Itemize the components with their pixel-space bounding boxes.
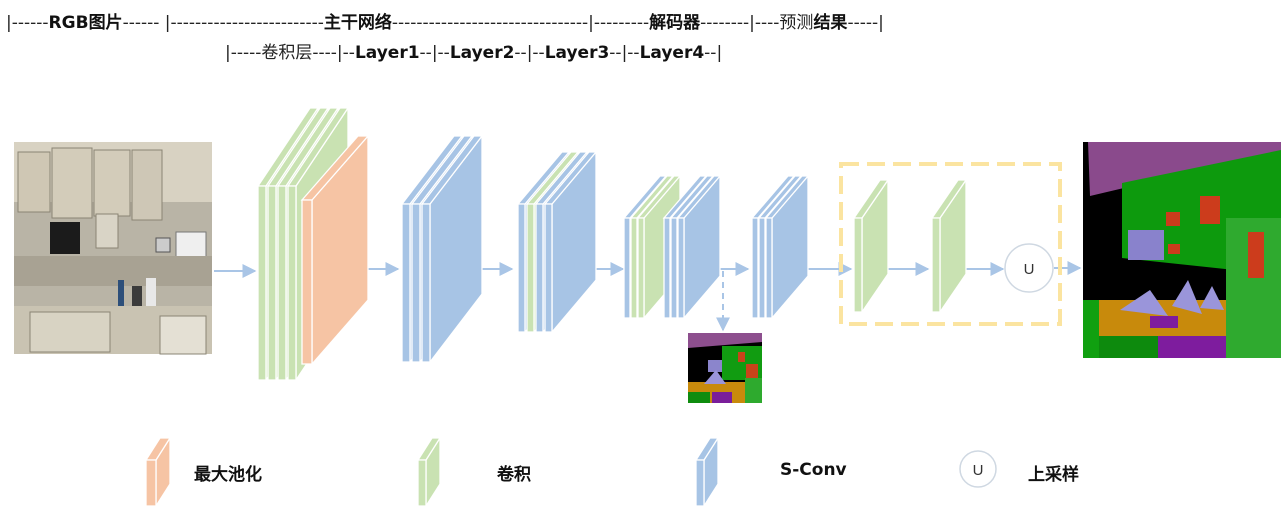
aux-segmentation-output — [688, 333, 762, 403]
row1-segment-8: 结果 — [813, 13, 848, 33]
header-row-sections: |------RGB图片------ |--------------------… — [6, 8, 884, 33]
stem-maxpool-slab — [300, 134, 370, 366]
upsample-symbol: U — [1024, 261, 1035, 278]
feature-blocks — [256, 105, 968, 383]
row2-segment-0: |-----卷积层----|-- — [225, 43, 355, 63]
legend-label-upsample: 上采样 — [1028, 465, 1079, 485]
legend-upsample-symbol: U — [973, 462, 984, 479]
legend-conv-icon — [416, 435, 442, 508]
layer2-slab-3 — [543, 150, 598, 334]
row2-segment-3: Layer2 — [449, 43, 515, 63]
layer1-slab-2 — [420, 134, 484, 364]
legend-label-maxpool: 最大池化 — [194, 465, 262, 485]
row1-segment-9: -----| — [847, 13, 884, 33]
row2-segment-5: Layer3 — [544, 43, 610, 63]
decoder-conv-slab-1 — [930, 177, 968, 315]
row2-segment-4: --|-- — [514, 43, 545, 63]
legend — [144, 435, 720, 508]
decoder-conv-slab-0 — [852, 177, 890, 315]
row1-segment-2: 图片 — [88, 13, 123, 33]
legend-upsample-icon: U — [959, 450, 997, 488]
row1-segment-0: |------ — [6, 13, 49, 33]
legend-sconv-icon — [694, 435, 720, 508]
input-rgb-image — [14, 142, 212, 355]
legend-maxpool-icon — [144, 435, 172, 508]
layer4-slab-2 — [764, 174, 810, 320]
row1-segment-5: --------------------------------|-------… — [391, 13, 650, 33]
layer3-slab-5 — [676, 174, 722, 320]
row1-segment-1: RGB — [48, 13, 89, 33]
row1-segment-7: --------|----预测 — [700, 13, 814, 33]
row1-segment-6: 解码器 — [649, 13, 701, 33]
output-segmentation-map — [1083, 142, 1281, 358]
legend-label-sconv: S-Conv — [780, 460, 847, 480]
row2-segment-6: --|-- — [609, 43, 640, 63]
upsample-node: U — [1004, 243, 1054, 293]
row2-segment-2: --|-- — [419, 43, 450, 63]
row1-segment-3: ------ |------------------------- — [122, 13, 324, 33]
row2-segment-8: --| — [704, 43, 723, 63]
legend-label-conv: 卷积 — [497, 465, 531, 485]
row1-segment-4: 主干网络 — [323, 13, 392, 33]
row2-segment-7: Layer4 — [639, 43, 705, 63]
decoder-box — [839, 162, 1062, 326]
row2-segment-1: Layer1 — [354, 43, 420, 63]
header-row-layers: |-----卷积层----|--Layer1--|--Layer2--|--La… — [225, 38, 722, 63]
